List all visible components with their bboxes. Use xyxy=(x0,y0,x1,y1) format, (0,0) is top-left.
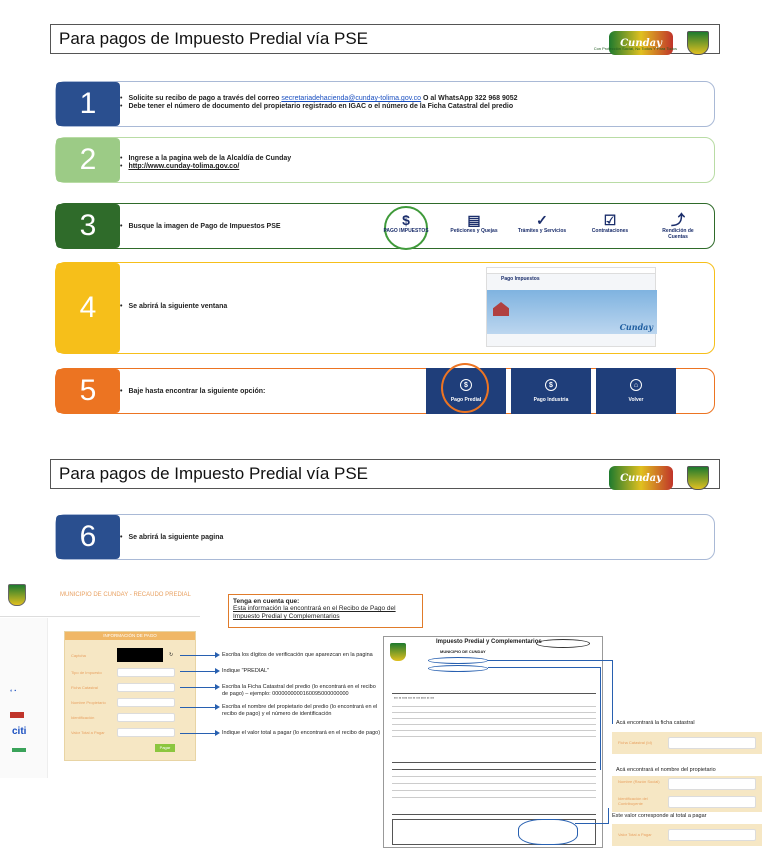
step-number: 2 xyxy=(56,138,120,182)
website-link[interactable]: http://www.cunday-tolima.gov.co/ xyxy=(128,163,240,170)
step-6: 6 Se abrirá la siguiente pagina xyxy=(55,514,715,560)
arrow-1 xyxy=(180,655,220,656)
mini-ident-input[interactable] xyxy=(668,796,756,808)
checklist-icon: ☑ xyxy=(603,212,617,228)
dollar-icon: $ xyxy=(402,212,410,228)
step-4-text: Se abrirá la siguiente ventana xyxy=(120,303,227,310)
mini-nombre-row: Nombre (Razón Social) Identificación del… xyxy=(612,776,762,812)
mini-ficha-input[interactable] xyxy=(668,737,756,749)
pagar-button[interactable]: Pagar xyxy=(155,744,175,752)
step-3: 3 Busque la imagen de Pago de Impuestos … xyxy=(55,203,715,250)
municipal-shield-icon xyxy=(8,584,26,606)
pago-window-screenshot: Pago Impuestos Cunday xyxy=(486,267,657,347)
step-5-text: Baje hasta encontrar la siguiente opción… xyxy=(120,388,265,395)
note-title: Tenga en cuenta que: xyxy=(233,598,300,605)
logo-slogan: Con Protección Social, No Todos Y Para T… xyxy=(593,46,677,51)
receipt-totals xyxy=(392,819,596,845)
receipt-title: Impuesto Predial y Complementarios xyxy=(436,639,542,645)
rendicion-link[interactable]: ⤴Rendición de Cuentas xyxy=(662,212,694,240)
receipt-table-1: ▪▪▪ ▪▪ ▪▪▪▪ ▪▪▪ ▪▪ ▪▪▪ ▪▪▪▪ ▪▪ ▪▪▪ xyxy=(392,693,596,763)
instruction-2: Indique "PREDIAL" xyxy=(222,668,270,674)
captcha-image xyxy=(117,648,163,662)
chart-icon: ⤴ xyxy=(671,212,685,228)
step-3-text: Busque la imagen de Pago de Impuestos PS… xyxy=(120,223,280,230)
page-header-1: Para pagos de Impuesto Predial vía PSE C… xyxy=(50,24,720,55)
mini-valor-input[interactable] xyxy=(668,829,756,841)
site-icons-row: $PAGO IMPUESTOS ▤Peticiones y Quejas ✓Tr… xyxy=(381,212,703,240)
cunday-logo: Cunday xyxy=(609,466,673,490)
house-icon xyxy=(493,302,509,316)
document-icon: ▤ xyxy=(467,212,481,228)
instruction-5: Indique el valor total a pagar (lo encon… xyxy=(222,730,381,736)
receipt-table-2 xyxy=(392,769,596,815)
callout-ficha: Acá encontrará la ficha catastral xyxy=(616,720,695,726)
valor-input[interactable] xyxy=(117,728,175,737)
step-number: 5 xyxy=(56,369,120,413)
email-link[interactable]: secretariadehacienda@cunday-tolima.gov.c… xyxy=(281,95,422,102)
dollar-icon: $ xyxy=(545,379,557,391)
step-2-text: Ingrese a la pagina web de la Alcaldía d… xyxy=(120,155,291,170)
municipal-shield-icon xyxy=(687,31,709,55)
instruction-4: Escriba el nombre del propietario del pr… xyxy=(222,704,378,717)
page-title: Para pagos de Impuesto Predial vía PSE xyxy=(59,464,369,483)
volver-tile[interactable]: ⌂Volver xyxy=(596,368,676,414)
contrataciones-link[interactable]: ☑Contrataciones xyxy=(591,212,629,234)
home-icon: ⌂ xyxy=(630,379,642,391)
callout-nombre: Acá encontrará el nombre del propietario xyxy=(616,767,716,773)
peticiones-link[interactable]: ▤Peticiones y Quejas xyxy=(450,212,498,234)
page-header-2: Para pagos de Impuesto Predial vía PSE C… xyxy=(50,459,720,490)
banner-image: Cunday xyxy=(487,290,657,334)
step-6-text: Se abrirá la siguiente pagina xyxy=(120,534,223,541)
mini-nombre-input[interactable] xyxy=(668,778,756,790)
check-icon: ✓ xyxy=(536,212,548,228)
page-title: Para pagos de Impuesto Predial vía PSE xyxy=(59,29,369,48)
note-body: Esta información la encontrará en el Rec… xyxy=(233,605,396,620)
note-box: Tenga en cuenta que: Esta información la… xyxy=(228,594,423,628)
tramites-link[interactable]: ✓Trámites y Servicios xyxy=(517,212,567,234)
panel-title: INFORMACIÓN DE PAGO xyxy=(65,632,195,640)
mini-ficha-row: Ficha Catastral (Id) xyxy=(612,732,762,754)
pago-industria-tile[interactable]: $Pago Industria xyxy=(511,368,591,414)
receipt-document: Impuesto Predial y Complementarios MUNIC… xyxy=(383,636,603,848)
step-2: 2 Ingrese a la pagina web de la Alcaldía… xyxy=(55,137,715,183)
pago-impuestos-link[interactable]: $PAGO IMPUESTOS xyxy=(383,212,429,234)
municipal-shield-icon xyxy=(390,643,406,661)
step-4: 4 Se abrirá la siguiente ventana Pago Im… xyxy=(55,262,715,354)
mini-valor-row: Valor Total a Pagar xyxy=(612,824,762,846)
step-1-text: Solicite su recibo de pago a través del … xyxy=(120,95,517,110)
identificacion-input[interactable] xyxy=(117,713,175,722)
step-1: 1 Solicite su recibo de pago a través de… xyxy=(55,81,715,127)
municipal-shield-icon xyxy=(687,466,709,490)
step-number: 6 xyxy=(56,515,120,559)
highlight-circle xyxy=(441,363,489,413)
step-number: 1 xyxy=(56,82,120,126)
step-number: 3 xyxy=(56,204,120,248)
portal-screenshot: MUNICIPIO DE CUNDAY - RECAUDO PREDIAL ◐ … xyxy=(0,578,200,778)
portal-sidebar: ◐ ▪ citi xyxy=(0,618,48,778)
cunday-logo: Cunday xyxy=(609,31,673,55)
step-number: 4 xyxy=(56,263,120,353)
ficha-catastral-input[interactable] xyxy=(117,683,175,692)
highlight-circle xyxy=(384,206,428,250)
nombre-propietario-input[interactable] xyxy=(117,698,175,707)
portal-header: MUNICIPIO DE CUNDAY - RECAUDO PREDIAL xyxy=(60,592,191,598)
payment-panel: INFORMACIÓN DE PAGO Captcha↻ Tipo de Imp… xyxy=(64,631,196,761)
tipo-impuesto-input[interactable] xyxy=(117,668,175,677)
instruction-1: Escriba los dígitos de verificación que … xyxy=(222,652,373,658)
callout-valor: Este valor corresponde al total a pagar xyxy=(612,813,707,819)
instruction-3: Escriba la Ficha Catastral del predio (l… xyxy=(222,684,376,697)
step-5: 5 Baje hasta encontrar la siguiente opci… xyxy=(55,363,715,414)
